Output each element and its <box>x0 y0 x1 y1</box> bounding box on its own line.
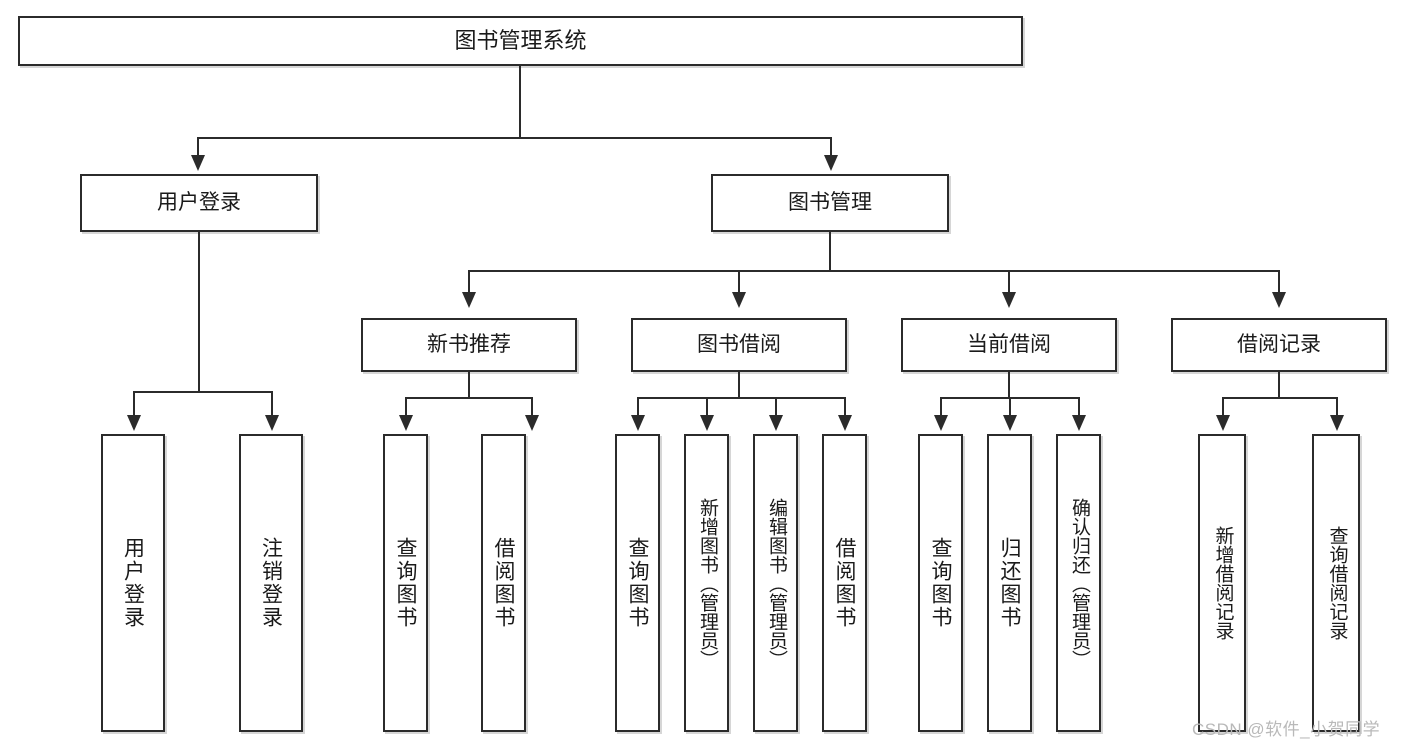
arrow-to-borrow-record <box>1272 292 1286 308</box>
connector-current-borrow-to-leaf-2 <box>1009 397 1011 419</box>
node-label: 图书管理系统 <box>454 28 587 54</box>
connector-book-borrow-bus <box>637 397 845 399</box>
leaf-book-borrow-query-book[interactable]: 查询图书 <box>615 434 660 732</box>
node-label: 图书管理 <box>788 190 872 214</box>
arrow-root-to-book-management <box>824 155 838 171</box>
leaf-new-book-recommend-query-book[interactable]: 查询图书 <box>383 434 428 732</box>
leaf-current-borrow-query-book[interactable]: 查询图书 <box>918 434 963 732</box>
leaf-current-borrow-confirm-return-admin[interactable]: 确认归还（管理员） <box>1056 434 1101 732</box>
arrow-to-book-borrow <box>732 292 746 308</box>
leaf-user-login-login[interactable]: 用户登录 <box>101 434 165 732</box>
connector-book-borrow-to-leaf-1 <box>637 397 639 419</box>
connector-to-current-borrow <box>1008 270 1010 296</box>
node-label: 查询图书 <box>394 537 418 629</box>
connector-borrow-record-to-leaf-1 <box>1222 397 1224 419</box>
node-label: 借阅图书 <box>833 537 857 629</box>
arrow-current-borrow-to-leaf-1 <box>934 415 948 431</box>
connector-level2-bus <box>468 270 1280 272</box>
connector-current-borrow-to-leaf-3 <box>1078 397 1080 419</box>
arrow-current-borrow-to-leaf-2 <box>1003 415 1017 431</box>
connector-book-borrow-to-leaf-3 <box>775 397 777 419</box>
connector-user-login-to-leaf-2 <box>271 391 273 419</box>
leaf-current-borrow-return-book[interactable]: 归还图书 <box>987 434 1032 732</box>
node-label: 确认归还（管理员） <box>1068 497 1090 669</box>
connector-new-book-recommend-to-leaf-1 <box>405 397 407 419</box>
arrow-borrow-record-to-leaf-2 <box>1330 415 1344 431</box>
connector-borrow-record-bus <box>1222 397 1336 399</box>
arrow-book-borrow-to-leaf-3 <box>769 415 783 431</box>
node-book-management[interactable]: 图书管理 <box>711 174 949 232</box>
node-root-book-management-system[interactable]: 图书管理系统 <box>18 16 1023 66</box>
arrow-current-borrow-to-leaf-3 <box>1072 415 1086 431</box>
connector-root-to-user-login <box>197 137 199 159</box>
node-label: 借阅记录 <box>1237 332 1321 356</box>
connector-book-borrow-stem <box>738 372 740 398</box>
connector-new-book-recommend-stem <box>468 372 470 398</box>
connector-to-book-borrow <box>738 270 740 296</box>
node-label: 查询借阅记录 <box>1326 526 1348 640</box>
node-label: 新增图书（管理员） <box>696 497 718 669</box>
arrow-user-login-to-leaf-2 <box>265 415 279 431</box>
node-label: 编辑图书（管理员） <box>765 497 787 669</box>
leaf-book-borrow-borrow-book[interactable]: 借阅图书 <box>822 434 867 732</box>
connector-new-book-recommend-to-leaf-2 <box>531 397 533 419</box>
connector-book-borrow-to-leaf-2 <box>706 397 708 419</box>
arrow-new-book-recommend-to-leaf-2 <box>525 415 539 431</box>
arrow-user-login-to-leaf-1 <box>127 415 141 431</box>
node-label: 图书借阅 <box>697 332 781 356</box>
arrow-to-current-borrow <box>1002 292 1016 308</box>
node-label: 新书推荐 <box>427 332 511 356</box>
arrow-new-book-recommend-to-leaf-1 <box>399 415 413 431</box>
connector-book-borrow-to-leaf-4 <box>844 397 846 419</box>
node-label: 查询图书 <box>626 537 650 629</box>
arrow-book-borrow-to-leaf-4 <box>838 415 852 431</box>
connector-to-borrow-record <box>1278 270 1280 296</box>
connector-book-management-stem <box>829 232 831 271</box>
node-label: 当前借阅 <box>967 332 1051 356</box>
arrow-book-borrow-to-leaf-1 <box>631 415 645 431</box>
node-label: 新增借阅记录 <box>1212 526 1234 640</box>
leaf-user-login-logout[interactable]: 注销登录 <box>239 434 303 732</box>
connector-to-new-book-recommend <box>468 270 470 296</box>
connector-new-book-recommend-bus <box>405 397 532 399</box>
csdn-watermark: CSDN @软件_小贺同学 <box>1192 720 1381 739</box>
connector-user-login-bus <box>133 391 272 393</box>
node-new-book-recommend[interactable]: 新书推荐 <box>361 318 577 372</box>
node-current-borrow[interactable]: 当前借阅 <box>901 318 1117 372</box>
arrow-root-to-user-login <box>191 155 205 171</box>
node-book-borrow[interactable]: 图书借阅 <box>631 318 847 372</box>
node-label: 借阅图书 <box>492 537 516 629</box>
connector-root-to-book-management <box>830 137 832 159</box>
connector-user-login-stem <box>198 232 200 392</box>
connector-borrow-record-stem <box>1278 372 1280 398</box>
leaf-new-book-recommend-borrow-book[interactable]: 借阅图书 <box>481 434 526 732</box>
node-label: 注销登录 <box>259 537 283 629</box>
connector-borrow-record-to-leaf-2 <box>1336 397 1338 419</box>
leaf-borrow-record-query-record[interactable]: 查询借阅记录 <box>1312 434 1360 732</box>
connector-current-borrow-stem <box>1008 372 1010 398</box>
arrow-to-new-book-recommend <box>462 292 476 308</box>
leaf-book-borrow-add-book-admin[interactable]: 新增图书（管理员） <box>684 434 729 732</box>
node-label: 查询图书 <box>929 537 953 629</box>
node-label: 用户登录 <box>157 190 241 214</box>
leaf-book-borrow-edit-book-admin[interactable]: 编辑图书（管理员） <box>753 434 798 732</box>
connector-current-borrow-to-leaf-1 <box>940 397 942 419</box>
leaf-borrow-record-add-record[interactable]: 新增借阅记录 <box>1198 434 1246 732</box>
connector-user-login-to-leaf-1 <box>133 391 135 419</box>
node-label: 用户登录 <box>121 537 145 629</box>
node-label: 归还图书 <box>998 537 1022 629</box>
node-borrow-record[interactable]: 借阅记录 <box>1171 318 1387 372</box>
arrow-book-borrow-to-leaf-2 <box>700 415 714 431</box>
connector-root-stem <box>519 66 521 138</box>
node-user-login[interactable]: 用户登录 <box>80 174 318 232</box>
connector-root-bus <box>197 137 832 139</box>
arrow-borrow-record-to-leaf-1 <box>1216 415 1230 431</box>
